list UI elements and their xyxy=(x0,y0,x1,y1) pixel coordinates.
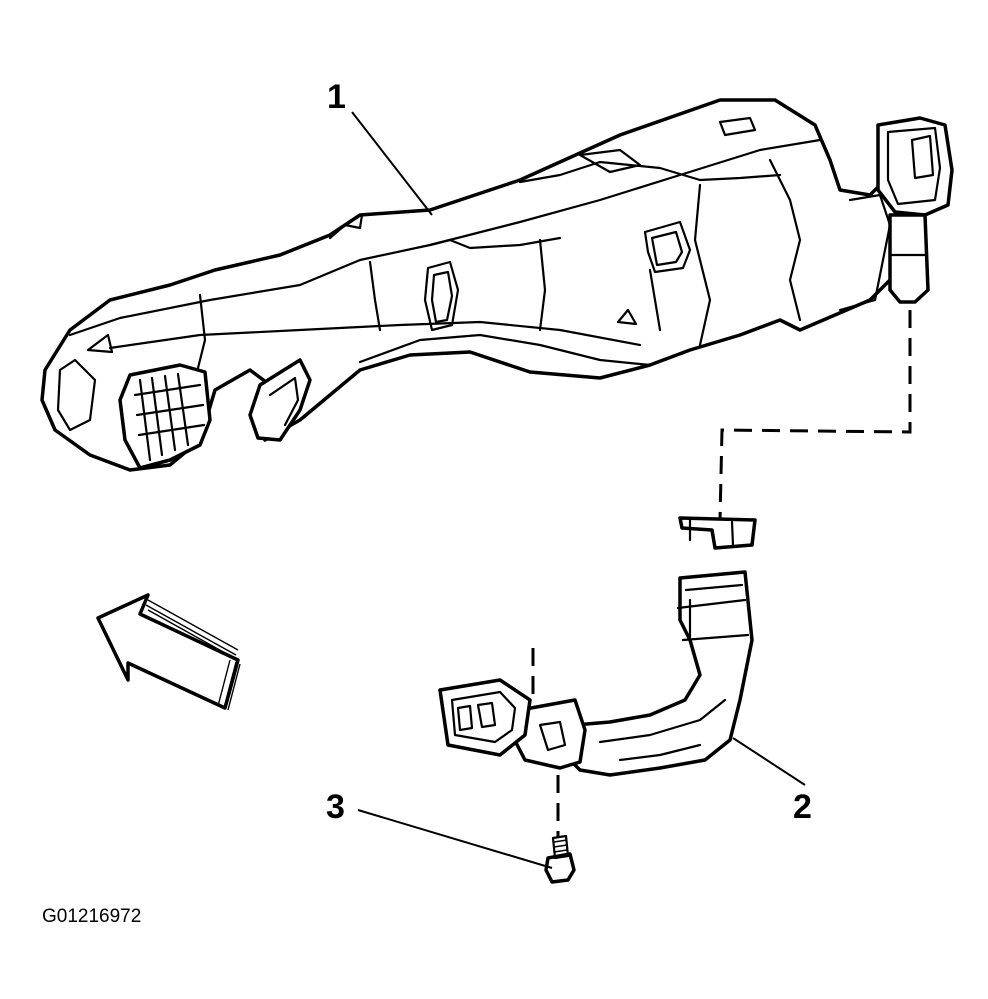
callout-3: 3 xyxy=(326,788,345,826)
screw xyxy=(544,834,576,884)
assembly-guide-lines xyxy=(531,310,912,838)
forward-direction-arrow xyxy=(96,593,241,711)
callout-2: 2 xyxy=(793,788,812,826)
figure-id: G01216972 xyxy=(42,906,141,927)
duct-connector xyxy=(438,516,757,777)
callout-leaders xyxy=(351,111,806,869)
callout-1: 1 xyxy=(327,78,346,116)
air-duct-assembly xyxy=(40,98,954,472)
